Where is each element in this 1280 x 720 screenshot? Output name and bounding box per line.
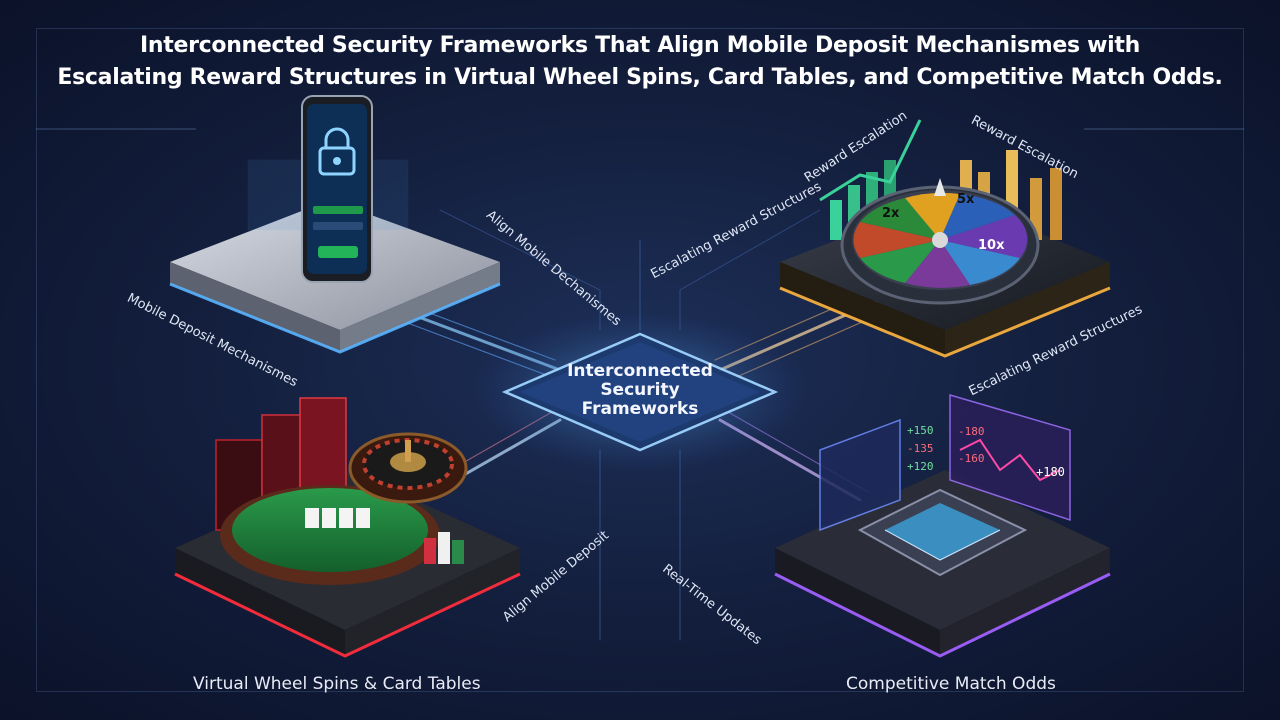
title-line-1: Interconnected Security Frameworks That …: [140, 33, 1140, 58]
odds-value: +120: [907, 460, 934, 473]
hub-label: Interconnected Security Frameworks: [505, 362, 775, 419]
roulette-wheel-icon: [348, 432, 468, 504]
inner-frame-left: [36, 128, 196, 130]
wheel-multiplier-2x: 2x: [882, 206, 900, 221]
stadium-icon: [857, 488, 1028, 577]
mobile-deposit-platform: [169, 95, 501, 354]
odds-value: -160: [958, 452, 985, 465]
odds-value: -180: [958, 425, 985, 438]
prize-wheel-icon: [840, 178, 1040, 305]
title-line-2: Escalating Reward Structures in Virtual …: [57, 65, 1223, 90]
hub-node: [470, 312, 810, 472]
reward-wheel-platform: [779, 119, 1111, 358]
wheel-multiplier-10x: 10x: [978, 238, 1005, 253]
hub-label-line-1: Interconnected: [567, 361, 713, 381]
caption-virtual-wheel-card-tables: Virtual Wheel Spins & Card Tables: [193, 674, 481, 694]
hub-label-line-2: Security: [600, 380, 680, 400]
phone-icon: [301, 95, 373, 283]
match-odds-platform: [774, 394, 1111, 658]
caption-competitive-match-odds: Competitive Match Odds: [846, 674, 1056, 694]
odds-value: -135: [907, 442, 934, 455]
wheel-multiplier-5x: 5x: [957, 192, 975, 207]
poker-table-icon: [220, 485, 440, 585]
odds-value: +180: [1036, 465, 1065, 479]
hub-label-line-3: Frameworks: [581, 399, 699, 419]
outer-frame: [36, 28, 1244, 692]
inner-frame-right: [1084, 128, 1244, 130]
card-table-platform: [174, 397, 521, 658]
odds-value: +150: [907, 424, 934, 437]
page-title: Interconnected Security Frameworks That …: [0, 30, 1280, 94]
poker-chips-icon: [424, 532, 464, 564]
